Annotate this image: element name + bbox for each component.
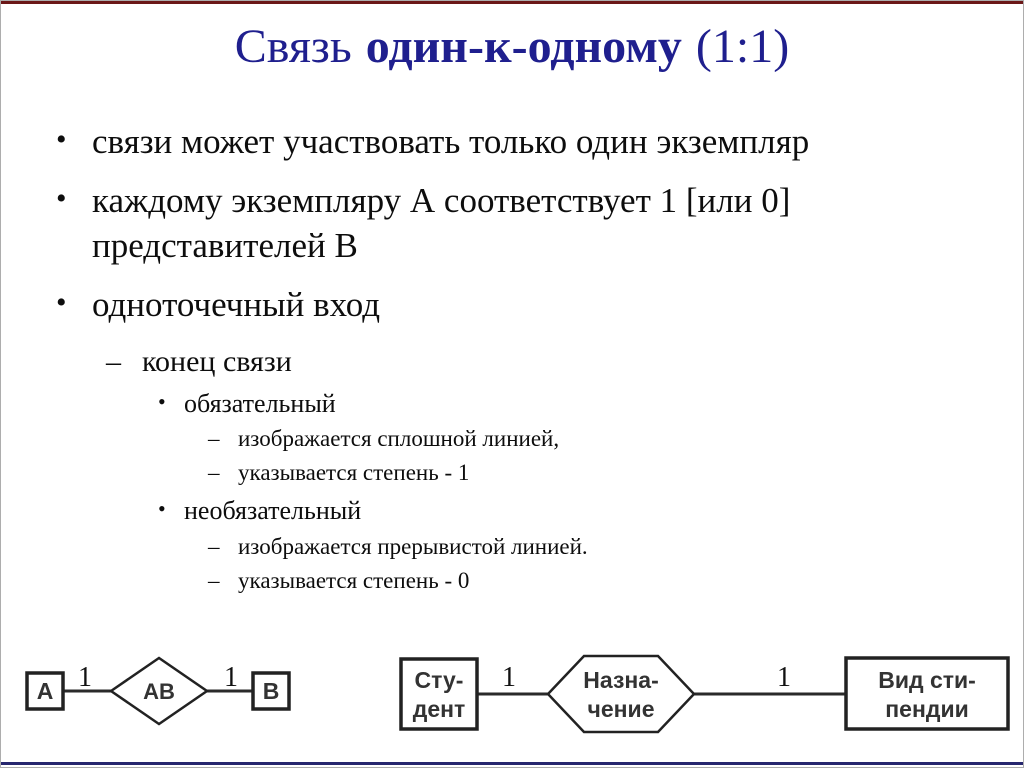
bullet-marker: • — [56, 123, 67, 156]
bullet-marker: – — [208, 426, 220, 452]
title-emphasis: один-к-одному — [365, 20, 682, 73]
bullet-item: • необязательный — [158, 494, 989, 528]
relationship-diamond-assignment — [546, 654, 696, 734]
bullet-item: – изображается прерывистой линией. — [208, 532, 989, 562]
bullet-item: – изображается сплошной линией, — [208, 424, 989, 454]
bullet-item: • каждому экземпляру А соответствует 1 [… — [56, 178, 989, 268]
bullet-text: каждому экземпляру А соответствует 1 [ил… — [92, 181, 791, 266]
bullet-text: конец связи — [142, 344, 292, 378]
bullet-marker: • — [56, 286, 67, 320]
page-title: Связь один-к-одному (1:1) — [1, 17, 1023, 77]
bullet-item: • связи может участвовать только один эк… — [56, 119, 989, 164]
bullet-marker: – — [208, 460, 220, 486]
bullet-text: связи может участвовать только один экзе… — [92, 122, 810, 161]
entity-label-stipend-line2: пендии — [885, 696, 968, 722]
bullet-marker: – — [208, 567, 220, 593]
bullet-marker: – — [208, 533, 220, 559]
degree-label: 1 — [224, 662, 238, 693]
er-diagram-generic: А АВ В 1 1 — [25, 656, 291, 726]
entity-label-a: А — [37, 678, 54, 704]
relationship-label-line1: Назна- — [583, 667, 658, 693]
bullet-list: • связи может участвовать только один эк… — [56, 119, 989, 600]
bullet-marker: – — [106, 344, 121, 378]
degree-label: 1 — [502, 662, 516, 693]
bullet-item: – указывается степень - 0 — [208, 566, 989, 596]
er-diagrams: А АВ В 1 1 Сту- дент Назна- чение Вид ст… — [1, 641, 1023, 746]
bullet-marker: • — [158, 496, 166, 522]
bottom-accent-bar — [1, 762, 1023, 765]
top-accent-bar — [1, 1, 1023, 4]
entity-box-student — [399, 657, 479, 731]
title-lead: Связь — [234, 20, 352, 73]
entity-box-a — [25, 671, 65, 711]
bullet-text: обязательный — [184, 388, 336, 418]
entity-label-student-line1: Сту- — [415, 667, 464, 693]
degree-label: 1 — [777, 662, 791, 693]
relationship-diamond-ab — [108, 656, 210, 726]
relationship-label-line2: чение — [588, 696, 655, 722]
bullet-item: • одноточечный вход — [56, 282, 989, 327]
bullet-text: указывается степень - 1 — [238, 460, 470, 486]
entity-label-stipend-line1: Вид сти- — [878, 667, 976, 693]
entity-label-b: В — [263, 678, 280, 704]
entity-box-b — [251, 671, 291, 711]
er-diagram-example: Сту- дент Назна- чение Вид сти- пендии 1… — [399, 654, 1010, 734]
bullet-item: • обязательный — [158, 387, 989, 421]
bullet-marker: • — [56, 182, 67, 216]
bullet-item: – указывается степень - 1 — [208, 458, 989, 488]
bullet-text: необязательный — [184, 496, 362, 526]
bullet-text: изображается сплошной линией, — [238, 426, 560, 452]
bullet-text: указывается степень - 0 — [238, 567, 470, 593]
entity-box-stipend-type — [844, 656, 1010, 731]
er-diagram-canvas: А АВ В 1 1 Сту- дент Назна- чение Вид ст… — [25, 654, 1010, 734]
bullet-item: – конец связи — [106, 342, 989, 381]
bullet-text: одноточечный вход — [92, 285, 381, 325]
relationship-label-ab: АВ — [143, 679, 175, 704]
bullet-text: изображается прерывистой линией. — [238, 533, 588, 559]
bullet-marker: • — [158, 388, 166, 414]
degree-label: 1 — [78, 662, 92, 693]
title-tail: (1:1) — [695, 20, 790, 73]
entity-label-student-line2: дент — [413, 696, 466, 722]
